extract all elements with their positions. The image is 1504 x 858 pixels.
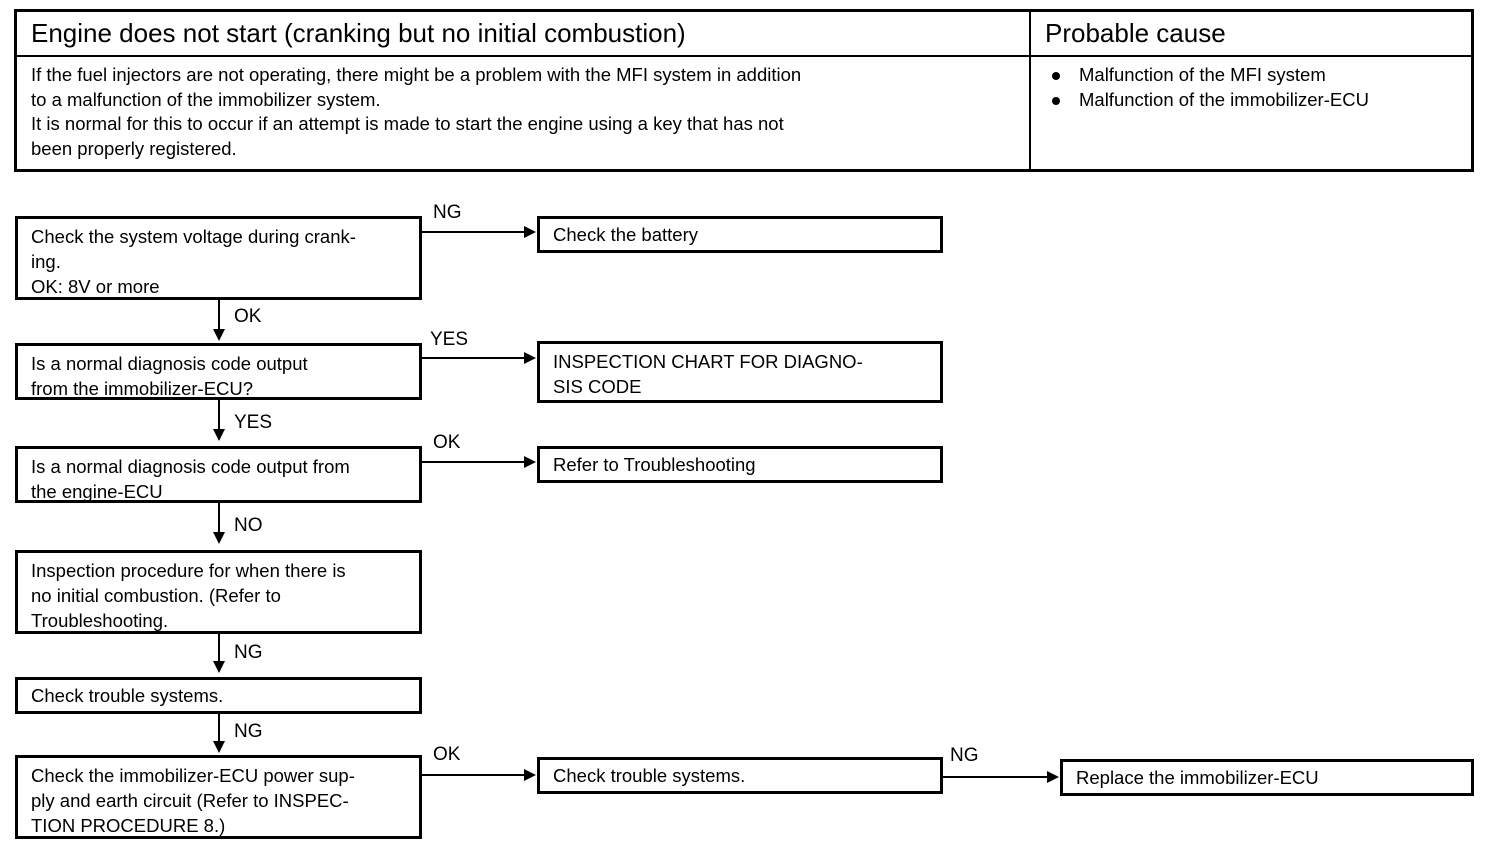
- arrowhead-immobilizer-to-engine: [213, 429, 225, 441]
- edge-label-procedure-ng: NG: [234, 642, 263, 663]
- connector-engine-to-troubleshooting: [422, 461, 526, 463]
- connector-voltage-to-immobilizer: [218, 300, 220, 332]
- connector-voltage-to-battery: [422, 231, 526, 233]
- flow-box-check-battery-text: Check the battery: [553, 224, 698, 245]
- arrowhead-immobilizer-to-chart: [524, 352, 536, 364]
- list-item: Malfunction of the MFI system: [1045, 63, 1461, 88]
- arrowhead-voltage-to-immobilizer: [213, 329, 225, 341]
- edge-label-immobilizer-yes-down: YES: [234, 412, 273, 433]
- flow-box-inspection-procedure: Inspection procedure for when there is n…: [15, 550, 422, 634]
- symptom-table: Engine does not start (cranking but no i…: [14, 9, 1474, 172]
- table-header-row: Engine does not start (cranking but no i…: [17, 12, 1471, 57]
- connector-procedure-to-trouble1: [218, 634, 220, 664]
- probable-cause-title: Probable cause: [1045, 18, 1226, 48]
- symptom-header-cell: Engine does not start (cranking but no i…: [17, 12, 1031, 55]
- arrowhead-power-to-trouble2: [524, 769, 536, 781]
- flow-box-diag-engine: Is a normal diagnosis code output from t…: [15, 446, 422, 503]
- connector-power-to-trouble2: [422, 774, 526, 776]
- connector-trouble1-to-power: [218, 714, 220, 744]
- symptom-title: Engine does not start (cranking but no i…: [31, 18, 686, 48]
- arrowhead-trouble2-to-replace: [1047, 771, 1059, 783]
- arrowhead-procedure-to-trouble1: [213, 661, 225, 673]
- edge-label-engine-ok: OK: [433, 432, 461, 453]
- edge-label-power-ok: OK: [433, 744, 461, 765]
- flow-box-check-trouble-systems-2-text: Check trouble systems.: [553, 765, 746, 786]
- connector-trouble2-to-replace: [943, 776, 1049, 778]
- probable-cause-cell: Malfunction of the MFI system Malfunctio…: [1031, 57, 1471, 169]
- edge-label-voltage-ok: OK: [234, 306, 262, 327]
- arrowhead-engine-to-troubleshooting: [524, 456, 536, 468]
- flow-box-diag-immobilizer-text: Is a normal diagnosis code output from t…: [31, 353, 308, 399]
- edge-label-engine-no: NO: [234, 515, 263, 536]
- connector-immobilizer-to-chart: [422, 357, 526, 359]
- list-item: Malfunction of the immobilizer-ECU: [1045, 88, 1461, 113]
- arrowhead-trouble1-to-power: [213, 741, 225, 753]
- flow-box-inspection-chart: INSPECTION CHART FOR DIAGNO- SIS CODE: [537, 341, 943, 403]
- edge-label-trouble-ng: NG: [234, 721, 263, 742]
- flow-box-diag-engine-text: Is a normal diagnosis code output from t…: [31, 456, 350, 502]
- arrowhead-engine-to-procedure: [213, 532, 225, 544]
- flow-box-replace-ecu: Replace the immobilizer-ECU: [1060, 759, 1474, 796]
- description-line-3: It is normal for this to occur if an att…: [31, 113, 784, 134]
- flow-box-refer-troubleshooting-text: Refer to Troubleshooting: [553, 454, 756, 475]
- flow-box-check-voltage-text: Check the system voltage during crank- i…: [31, 226, 356, 297]
- table-body-row: If the fuel injectors are not operating,…: [17, 57, 1471, 169]
- flow-box-inspection-chart-text: INSPECTION CHART FOR DIAGNO- SIS CODE: [553, 351, 863, 397]
- connector-engine-to-procedure: [218, 503, 220, 535]
- probable-cause-header-cell: Probable cause: [1031, 12, 1471, 55]
- flow-box-check-power-supply: Check the immobilizer-ECU power sup- ply…: [15, 755, 422, 839]
- flow-box-check-trouble-systems-1: Check trouble systems.: [15, 677, 422, 714]
- flow-box-refer-troubleshooting: Refer to Troubleshooting: [537, 446, 943, 483]
- flow-box-check-voltage: Check the system voltage during crank- i…: [15, 216, 422, 300]
- edge-label-trouble2-ng: NG: [950, 745, 979, 766]
- probable-cause-list: Malfunction of the MFI system Malfunctio…: [1045, 63, 1461, 112]
- connector-immobilizer-to-engine: [218, 400, 220, 432]
- edge-label-voltage-ng: NG: [433, 202, 462, 223]
- arrowhead-voltage-to-battery: [524, 226, 536, 238]
- description-line-1: If the fuel injectors are not operating,…: [31, 64, 802, 85]
- symptom-description-cell: If the fuel injectors are not operating,…: [17, 57, 1031, 169]
- flow-box-diag-immobilizer: Is a normal diagnosis code output from t…: [15, 343, 422, 400]
- flow-box-inspection-procedure-text: Inspection procedure for when there is n…: [31, 560, 346, 631]
- edge-label-immobilizer-yes-right: YES: [430, 329, 469, 350]
- flow-box-check-power-supply-text: Check the immobilizer-ECU power sup- ply…: [31, 765, 355, 836]
- flow-box-check-battery: Check the battery: [537, 216, 943, 253]
- flow-box-check-trouble-systems-1-text: Check trouble systems.: [31, 685, 224, 706]
- description-line-2: to a malfunction of the immobilizer syst…: [31, 88, 381, 110]
- flow-box-replace-ecu-text: Replace the immobilizer-ECU: [1076, 767, 1319, 788]
- flow-box-check-trouble-systems-2: Check trouble systems.: [537, 757, 943, 794]
- description-line-4: been properly registered.: [31, 137, 237, 159]
